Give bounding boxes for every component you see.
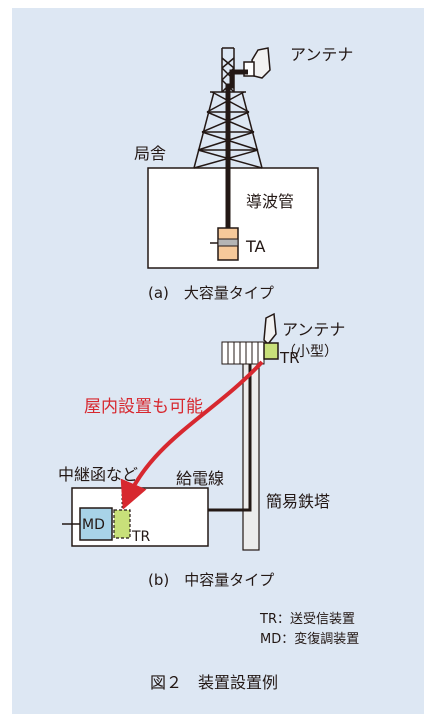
figure-title: 図２ 装置設置例: [150, 673, 278, 692]
tr-label-bottom: TR: [131, 529, 151, 545]
junction-box-label: 中継函など: [58, 465, 138, 484]
tr-label-top-visible: TR: [279, 349, 300, 367]
md-device: [79, 507, 113, 541]
tr-indoor-device: [113, 509, 131, 539]
antenna-dish-icon: [243, 47, 271, 79]
legend-tr: TR：送受信装置: [259, 612, 355, 627]
tr-top-device: [263, 342, 279, 360]
ta-label: TA: [245, 237, 266, 256]
station-label: 局舎: [134, 144, 166, 163]
small-antenna-icon: [263, 312, 277, 346]
antenna-label-a: アンテナ: [290, 45, 353, 64]
caption-a: (a) 大容量タイプ: [148, 284, 274, 302]
indoor-install-arrow: [120, 360, 264, 510]
antenna-note: （小型）: [282, 344, 338, 360]
legend-md: MD：変復調装置: [260, 631, 359, 647]
indoor-note: 屋内設置も可能: [84, 397, 203, 417]
ta-device: [210, 227, 239, 261]
md-label: MD: [82, 517, 105, 533]
waveguide-line: [225, 69, 248, 228]
feeder-label: 給電線: [176, 469, 224, 488]
waveguide-label: 導波管: [246, 192, 294, 211]
antenna-label-b: アンテナ: [282, 320, 345, 339]
tower-label: 簡易鉄塔: [266, 492, 330, 511]
antenna-mount: [221, 341, 265, 365]
caption-b: (b) 中容量タイプ: [148, 571, 274, 589]
